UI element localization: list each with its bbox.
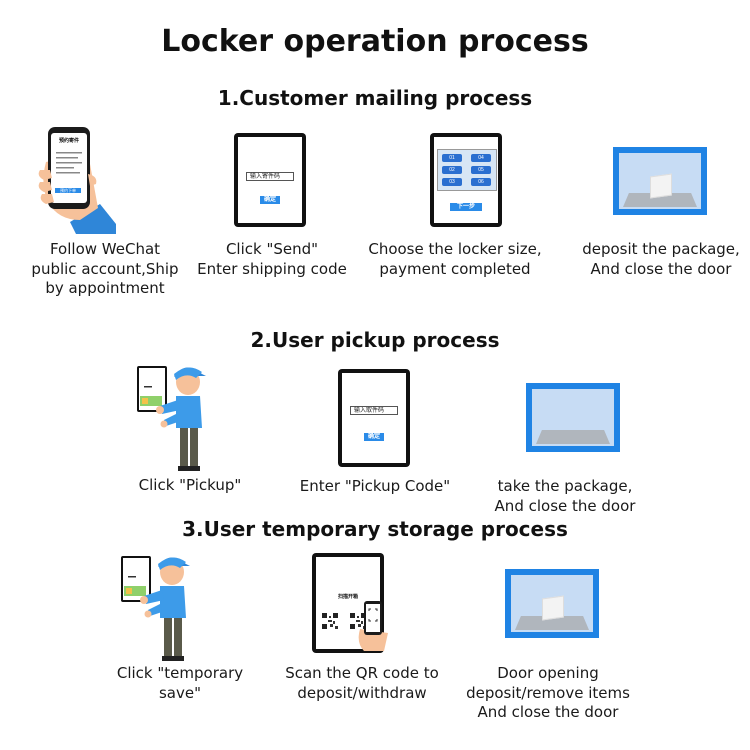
courier-tablet-illustration xyxy=(136,362,212,474)
courier-tablet-illustration-temporary xyxy=(120,552,196,664)
tablet-qr-codes: 扫描开箱 xyxy=(312,553,384,653)
locker-door-package-icon-temporary xyxy=(505,569,599,638)
step-caption-click-pickup: Click "Pickup" xyxy=(138,476,242,494)
hand-phone-illustration: 预约寄件 预约下单 xyxy=(36,124,116,234)
locker-cell: 05 xyxy=(471,166,491,174)
qr-scan-illustration: 扫描开箱 xyxy=(312,553,390,655)
next-step-button: 下一步 xyxy=(450,203,482,211)
locker-cell: 03 xyxy=(442,178,462,186)
step-caption-enter-pickup-code: Enter "Pickup Code" xyxy=(299,477,451,495)
confirm-button: 确定 xyxy=(260,196,280,204)
step-caption-click-send: Click "Send" Enter shipping code xyxy=(197,240,347,278)
package-box-icon xyxy=(650,173,672,199)
locker-cell: 04 xyxy=(471,154,491,162)
locker-cell: 01 xyxy=(442,154,462,162)
phone-scan-icon xyxy=(358,601,388,651)
locker-grid: 01 04 02 05 03 06 xyxy=(437,149,497,191)
pickup-code-input: 输入取件码 xyxy=(350,406,398,415)
phone-screen-button: 预约下单 xyxy=(60,188,76,193)
phone-screen-title: 预约寄件 xyxy=(58,138,79,144)
locker-cell: 02 xyxy=(442,166,462,174)
step-caption-click-temporary-save: Click "temporary save" xyxy=(116,664,244,702)
locker-cell: 06 xyxy=(471,178,491,186)
shipping-code-input: 输入寄件码 xyxy=(246,172,294,181)
step-caption-choose-size: Choose the locker size, payment complete… xyxy=(368,240,542,278)
package-box-icon xyxy=(542,595,564,621)
step-caption-follow-wechat: Follow WeChat public account,Ship by app… xyxy=(31,240,179,297)
section-heading-mailing: 1.Customer mailing process xyxy=(217,86,533,110)
locker-door-empty-icon xyxy=(526,383,620,452)
tablet-pickup-code: 输入取件码 确定 xyxy=(338,369,410,467)
tablet-shipping-code: 输入寄件码 确定 xyxy=(234,133,306,227)
locker-door-package-icon xyxy=(613,147,707,215)
step-caption-deposit-package: deposit the package, And close the door xyxy=(582,240,740,278)
qr-screen-title: 扫描开箱 xyxy=(337,594,358,600)
section-heading-temporary-storage: 3.User temporary storage process xyxy=(182,517,568,541)
step-caption-scan-qr: Scan the QR code to deposit/withdraw xyxy=(285,664,439,702)
step-caption-take-package: take the package, And close the door xyxy=(494,477,636,515)
section-heading-pickup: 2.User pickup process xyxy=(250,328,500,352)
qr-code-icon xyxy=(322,613,338,629)
tablet-locker-size: 01 04 02 05 03 06 下一步 xyxy=(430,133,502,227)
page-title: Locker operation process xyxy=(161,24,589,59)
confirm-button: 确定 xyxy=(364,433,384,441)
step-caption-door-opening: Door opening deposit/remove items And cl… xyxy=(466,664,630,721)
